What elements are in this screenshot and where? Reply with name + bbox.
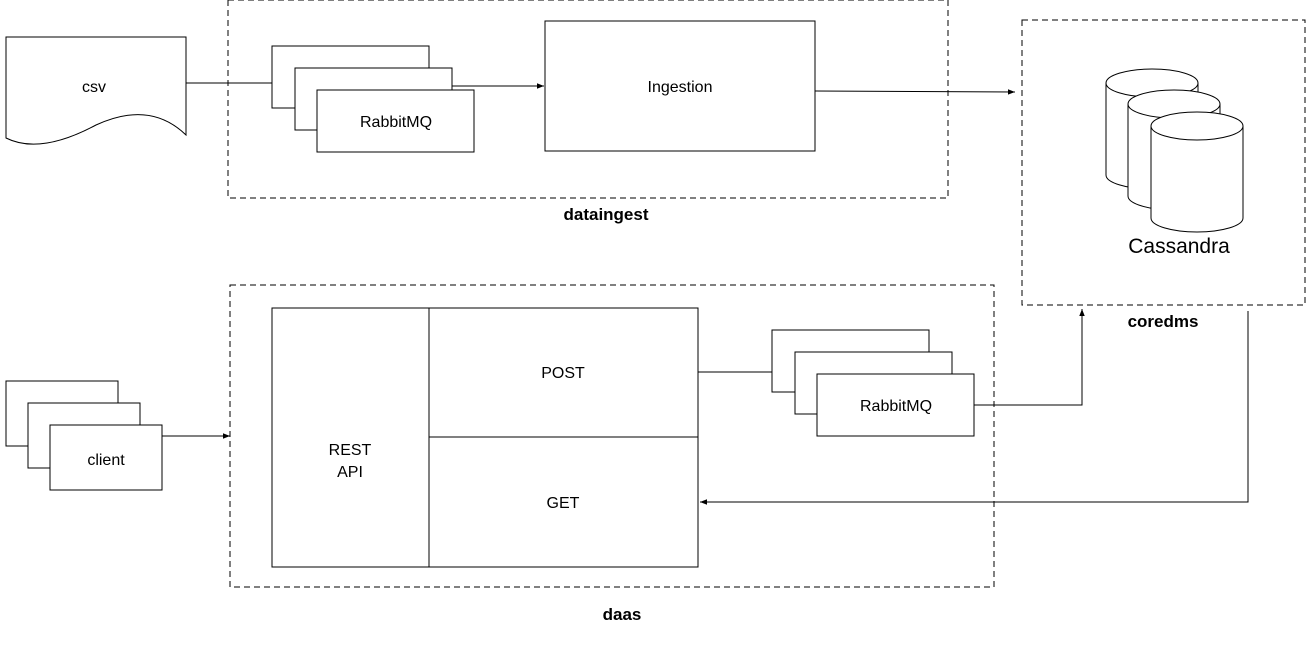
get-endpoint-label: GET bbox=[547, 495, 580, 512]
dataingest-group-label: dataingest bbox=[563, 205, 648, 224]
rest-api-label-line1: REST bbox=[329, 442, 372, 459]
rabbitmq-ingest-label: RabbitMQ bbox=[360, 114, 432, 131]
cassandra-label: Cassandra bbox=[1128, 235, 1230, 258]
rest-api-box bbox=[271, 307, 430, 568]
rabbitmq-daas-box bbox=[816, 373, 975, 437]
csv-label: csv bbox=[82, 79, 106, 96]
post-endpoint-box bbox=[428, 307, 699, 438]
coredms-group-label: coredms bbox=[1128, 312, 1199, 331]
rest-api-label-line2: API bbox=[337, 464, 363, 481]
client-label: client bbox=[87, 452, 125, 469]
get-endpoint-box bbox=[428, 436, 699, 568]
rabbitmq-daas-label: RabbitMQ bbox=[860, 398, 932, 415]
post-endpoint-label: POST bbox=[541, 365, 585, 382]
client-box bbox=[49, 424, 163, 491]
csv-document bbox=[5, 36, 187, 145]
edge-ingestion-to-coredms bbox=[814, 89, 1016, 95]
coredms-group bbox=[1021, 19, 1306, 306]
edge-coredms-to-get bbox=[700, 311, 1249, 505]
cassandra-database-icon bbox=[1105, 68, 1244, 233]
edge-rabbitmq-to-coredms bbox=[974, 309, 1085, 406]
ingestion-label: Ingestion bbox=[648, 79, 713, 96]
ingestion-box bbox=[544, 20, 816, 152]
rabbitmq-ingest-box bbox=[316, 89, 475, 153]
daas-group-label: daas bbox=[603, 605, 642, 624]
